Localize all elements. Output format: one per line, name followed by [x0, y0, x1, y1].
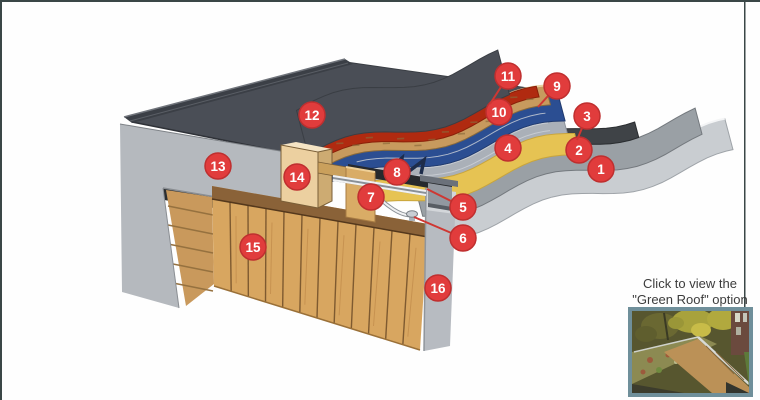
marker-8-circle[interactable] [383, 158, 411, 186]
parapet-rail [123, 58, 353, 123]
green-roof-panel: Click to view the "Green Roof" option [628, 276, 753, 397]
marker-5[interactable]: 5 [426, 188, 477, 221]
roof-layer-band [295, 49, 511, 156]
marker-9-number: 9 [553, 79, 561, 94]
marker-9-circle[interactable] [543, 72, 571, 100]
photo-border [628, 307, 753, 397]
marker-10[interactable]: 10 [485, 98, 513, 126]
marker-1-number: 1 [597, 162, 605, 177]
marker-13-number: 13 [210, 159, 226, 174]
marker-14[interactable]: 14 [283, 163, 311, 191]
marker-14-number: 14 [289, 170, 305, 185]
marker-10-number: 10 [491, 105, 506, 120]
marker-11-number: 11 [501, 69, 516, 84]
green-roof-text-line2[interactable]: "Green Roof" option [632, 292, 747, 307]
marker-11[interactable]: 11 [489, 62, 522, 105]
marker-12-number: 12 [304, 108, 319, 123]
marker-10-circle[interactable] [485, 98, 513, 126]
marker-12-circle[interactable] [298, 101, 326, 129]
marker-1[interactable]: 1 [587, 155, 615, 183]
channel-bottom [428, 203, 452, 211]
marker-2[interactable]: 2 [565, 136, 593, 164]
marker-3-number: 3 [583, 109, 591, 124]
marker-6[interactable]: 6 [413, 216, 477, 252]
marker-7[interactable]: 7 [357, 183, 385, 211]
marker-13-circle[interactable] [204, 152, 232, 180]
marker-5-number: 5 [459, 200, 467, 215]
roof-fascia-wood [664, 339, 749, 393]
marker-7-circle[interactable] [357, 183, 385, 211]
page-left-border [0, 0, 2, 400]
marker-4[interactable]: 4 [494, 134, 522, 162]
marker-1-circle[interactable] [587, 155, 615, 183]
marker-6-number: 6 [459, 231, 467, 246]
marker-3[interactable]: 3 [573, 102, 601, 141]
marker-12[interactable]: 12 [298, 101, 326, 129]
marker-15-number: 15 [245, 240, 261, 255]
green-roof-photo[interactable] [628, 307, 753, 397]
marker-11-circle[interactable] [494, 62, 522, 90]
marker-15-circle[interactable] [239, 233, 267, 261]
page-right-border [744, 0, 746, 397]
marker-8[interactable]: 8 [383, 158, 411, 186]
marker-16-number: 16 [430, 281, 446, 296]
marker-13[interactable]: 13 [204, 152, 232, 180]
marker-2-number: 2 [575, 143, 583, 158]
marker-7-number: 7 [367, 190, 375, 205]
marker-4-circle[interactable] [494, 134, 522, 162]
marker-4-number: 4 [504, 141, 512, 156]
marker-14-circle[interactable] [283, 163, 311, 191]
timber-wall [211, 186, 429, 351]
marker-15[interactable]: 15 [239, 233, 267, 261]
marker-16-circle[interactable] [424, 274, 452, 302]
marker-9[interactable]: 9 [537, 72, 571, 108]
green-roof-text-line1[interactable]: Click to view the [643, 276, 737, 291]
cable-fixing [406, 210, 418, 221]
marker-8-number: 8 [393, 165, 401, 180]
marker-16[interactable]: 16 [424, 274, 452, 302]
marker-6-circle[interactable] [449, 224, 477, 252]
channel-top-flange [420, 175, 458, 187]
page-top-border [0, 0, 760, 2]
wall-top-cap [212, 186, 428, 237]
marker-3-circle[interactable] [573, 102, 601, 130]
marker-5-circle[interactable] [449, 193, 477, 221]
